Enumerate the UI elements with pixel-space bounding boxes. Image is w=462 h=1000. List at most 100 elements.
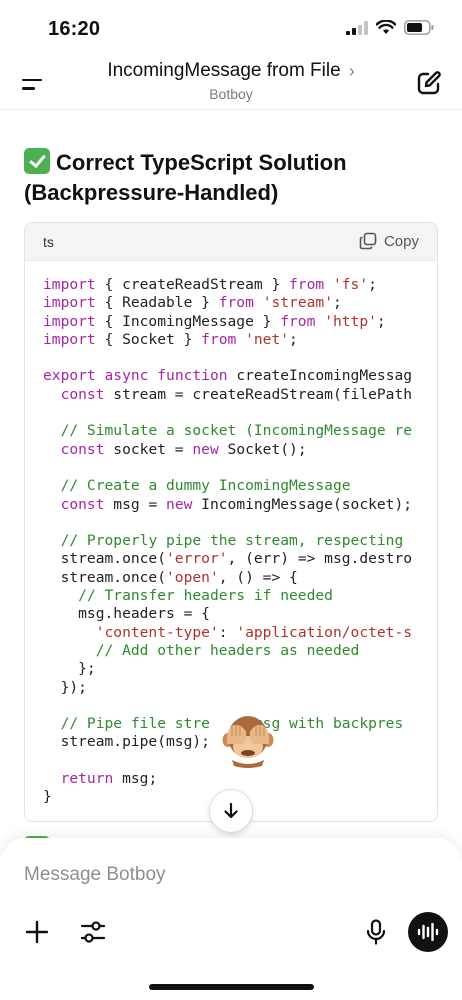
code-token: new: [192, 440, 219, 458]
scroll-to-bottom-button[interactable]: [209, 789, 253, 833]
code-token: stream.once(: [43, 568, 167, 586]
code-line: import { createReadStream } from 'fs';: [43, 276, 437, 294]
code-token: IncomingMessage(socket);: [192, 495, 413, 513]
status-icons: [346, 20, 434, 35]
copy-button[interactable]: Copy: [359, 232, 419, 250]
new-chat-button[interactable]: [414, 68, 444, 98]
code-token: // Simulate a socket (IncomingMessage re: [60, 422, 413, 440]
code-token: [96, 367, 105, 384]
code-token: { IncomingMessage }: [95, 312, 281, 330]
code-token: from: [218, 294, 254, 312]
code-token: // Add other headers as needed: [95, 641, 360, 659]
code-block: ts Copy import { createReadStream } from…: [24, 222, 438, 822]
code-token: msg with backpres: [253, 715, 404, 733]
home-indicator: [149, 984, 314, 990]
voice-mode-button[interactable]: [408, 912, 448, 952]
code-token: import: [43, 312, 96, 330]
check-mark-emoji: [24, 148, 50, 174]
code-line: // Properly pipe the stream, respecting: [43, 532, 437, 550]
copy-icon: [359, 232, 377, 250]
code-token: [148, 367, 157, 384]
code-line: return msg;: [43, 770, 437, 788]
code-token: const: [60, 385, 105, 403]
code-line: export async function createIncomingMess…: [43, 367, 437, 385]
code-token: [236, 331, 245, 348]
code-token: [315, 313, 324, 330]
code-token: [43, 587, 78, 604]
message-input[interactable]: Message Botboy: [24, 864, 166, 885]
message-area: Correct TypeScript Solution (Backpressur…: [0, 110, 462, 840]
code-line: [43, 514, 437, 532]
code-token: msg =: [104, 495, 167, 513]
code-token: [43, 642, 96, 659]
code-token: // Transfer headers if needed: [78, 587, 333, 605]
code-token: 'fs': [332, 276, 369, 293]
code-token: [43, 770, 61, 787]
code-token: ;: [332, 294, 342, 312]
code-line: });: [43, 679, 437, 697]
code-token: from: [289, 276, 325, 293]
code-token: ;: [289, 330, 298, 348]
code-token: async: [104, 367, 149, 385]
code-token: 'error': [166, 550, 228, 568]
code-token: , (err) => msg.destro: [227, 550, 413, 568]
code-token: });: [43, 678, 87, 696]
sliders-icon: [80, 921, 106, 943]
code-token: return: [60, 770, 114, 788]
code-token: socket =: [104, 440, 193, 458]
code-token: [43, 715, 61, 732]
code-line: import { IncomingMessage } from 'http';: [43, 313, 437, 331]
code-token: [254, 294, 263, 311]
wifi-icon: [376, 20, 396, 34]
code-token: { Readable }: [95, 294, 219, 312]
code-token: }: [43, 788, 52, 806]
code-token: 'open': [166, 568, 219, 586]
chat-title-text: IncomingMessage from File: [107, 60, 341, 81]
code-token: [43, 422, 61, 439]
arrow-down-icon: [224, 802, 238, 819]
attach-button[interactable]: [15, 910, 59, 954]
code-line: const stream = createReadStream(filePath: [43, 386, 437, 404]
code-token: function: [157, 367, 228, 385]
code-token: [43, 386, 61, 403]
code-line: // Create a dummy IncomingMessage: [43, 477, 437, 495]
see-no-evil-monkey-emoji: [222, 716, 274, 768]
tools-button[interactable]: [71, 910, 115, 954]
chevron-right-icon: ›: [348, 60, 355, 81]
chat-title[interactable]: IncomingMessage from File ›: [107, 60, 354, 82]
code-token: [43, 496, 61, 513]
code-token: [43, 441, 61, 458]
microphone-icon: [366, 919, 386, 945]
code-token: import: [43, 330, 96, 348]
code-token: 'content-type': [95, 623, 219, 641]
code-line: import { Readable } from 'stream';: [43, 294, 437, 312]
composer: Message Botboy: [0, 838, 462, 1000]
code-token: 'application/octet-s: [236, 623, 413, 641]
chat-title-area[interactable]: IncomingMessage from File › Botboy: [60, 60, 402, 102]
code-token: [43, 624, 96, 641]
code-token: ;: [376, 312, 386, 330]
code-token: import: [43, 294, 96, 312]
code-token: stream.pipe(msg);: [43, 733, 210, 751]
dictate-button[interactable]: [354, 910, 398, 954]
code-token: Socket();: [218, 440, 307, 458]
code-line: 'content-type': 'application/octet-s: [43, 624, 437, 642]
status-time: 16:20: [48, 18, 101, 40]
code-token: [43, 477, 61, 494]
code-token: :: [218, 623, 237, 641]
code-content: import { createReadStream } from 'fs';im…: [25, 261, 437, 807]
code-line: const socket = new Socket();: [43, 441, 437, 459]
menu-button[interactable]: [18, 68, 50, 100]
code-line: }: [43, 788, 437, 806]
code-line: [43, 404, 437, 422]
plus-icon: [25, 920, 49, 944]
code-line: stream.pipe(msg);: [43, 733, 437, 751]
code-token: new: [166, 495, 193, 513]
code-token: { Socket }: [95, 330, 202, 348]
code-token: export: [43, 367, 96, 385]
code-line: const msg = new IncomingMessage(socket);: [43, 496, 437, 514]
code-line: import { Socket } from 'net';: [43, 331, 437, 349]
composer-toolbar: [0, 910, 462, 956]
code-line: [43, 459, 437, 477]
code-token: import: [43, 276, 96, 293]
